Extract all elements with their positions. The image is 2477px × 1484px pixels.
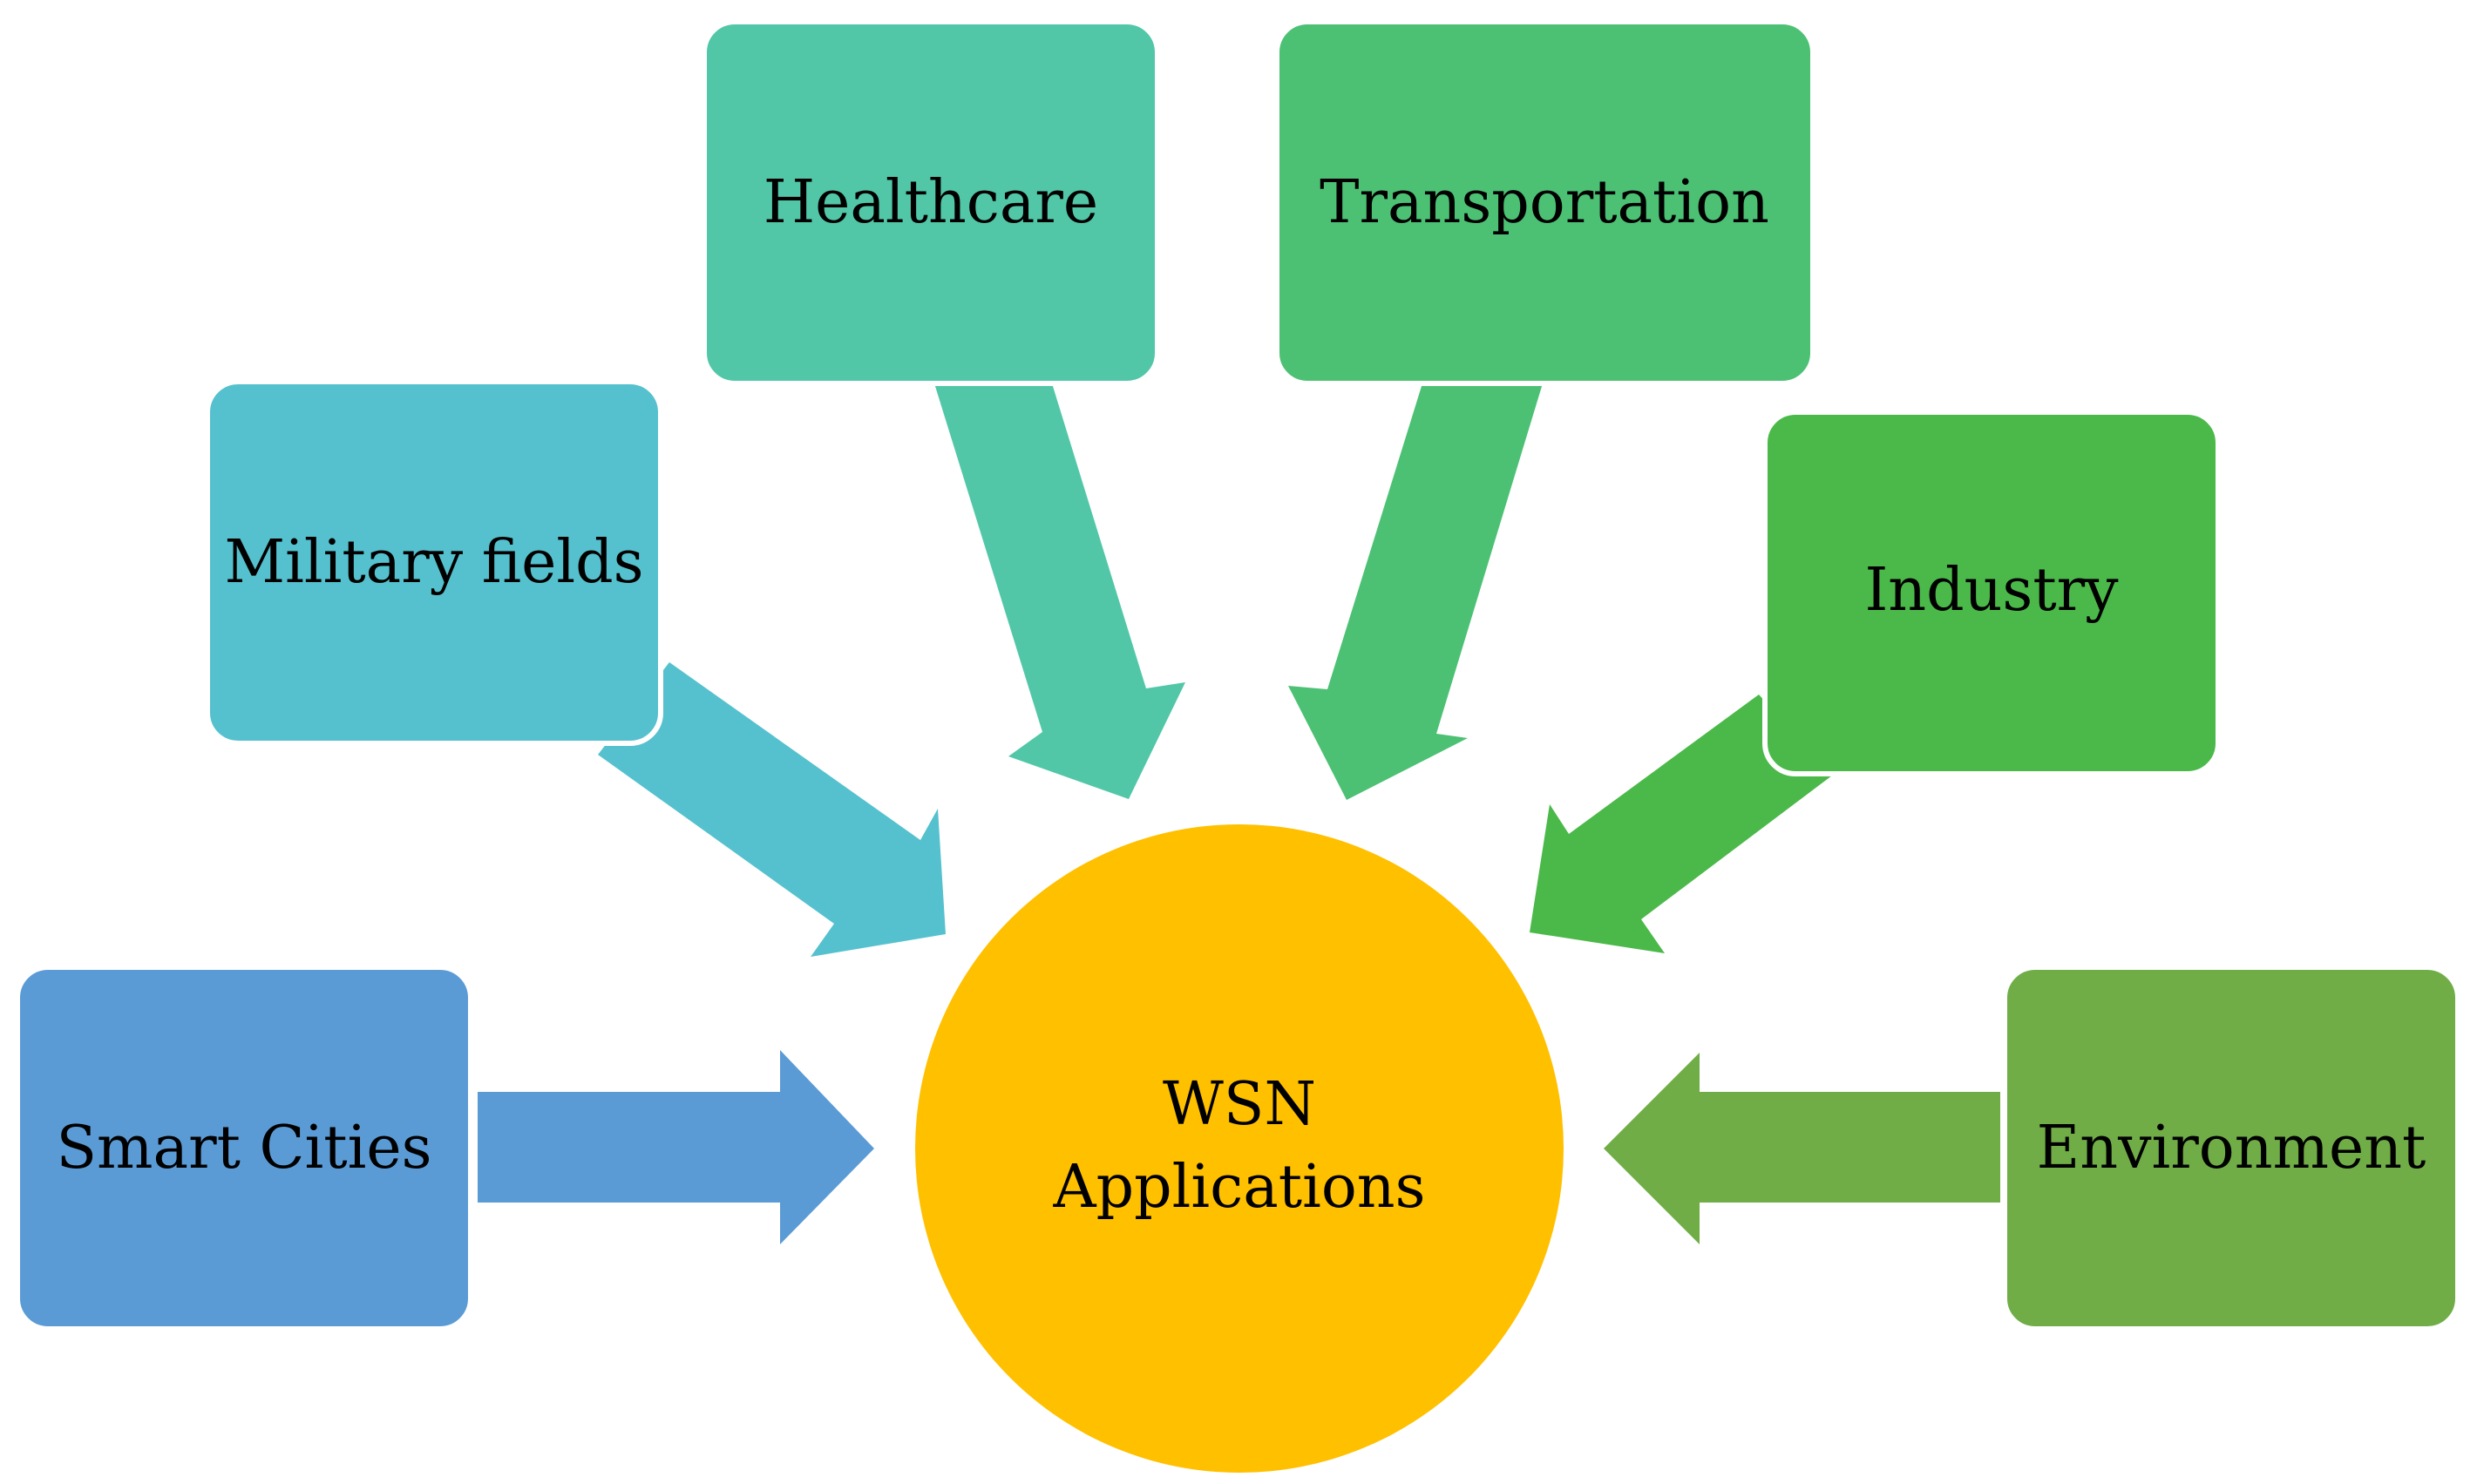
node-box-smart-cities — [15, 965, 473, 1332]
arrow-smart-cities — [478, 1050, 874, 1244]
node-label-environment: Environment — [2037, 1114, 2426, 1182]
node-box-industry — [1762, 410, 2221, 776]
node-label-military-fields: Military fields — [224, 528, 643, 597]
node-label-smart-cities: Smart Cities — [56, 1114, 431, 1182]
arrow-environment — [1604, 1053, 2000, 1244]
arrow-military-fields — [598, 662, 946, 957]
node-smart-cities: Smart Cities — [15, 965, 473, 1332]
arrow-transportation — [1288, 383, 1543, 800]
arrow-healthcare — [934, 383, 1185, 799]
node-healthcare: Healthcare — [702, 19, 1160, 386]
node-box-military-fields — [205, 379, 663, 746]
center-label-line2: Applications — [1053, 1153, 1426, 1222]
node-environment: Environment — [2002, 965, 2460, 1332]
node-transportation: Transportation — [1274, 19, 1815, 386]
node-box-healthcare — [702, 19, 1160, 386]
node-label-industry: Industry — [1864, 556, 2119, 625]
node-industry: Industry — [1762, 410, 2221, 776]
center-label-line1: WSN — [1163, 1070, 1316, 1139]
arrow-industry — [1530, 695, 1832, 953]
node-box-transportation — [1274, 19, 1815, 386]
node-box-environment — [2002, 965, 2460, 1332]
node-military-fields: Military fields — [205, 379, 663, 746]
node-label-transportation: Transportation — [1320, 168, 1769, 237]
center-circle — [915, 824, 1564, 1473]
node-label-healthcare: Healthcare — [763, 168, 1098, 237]
